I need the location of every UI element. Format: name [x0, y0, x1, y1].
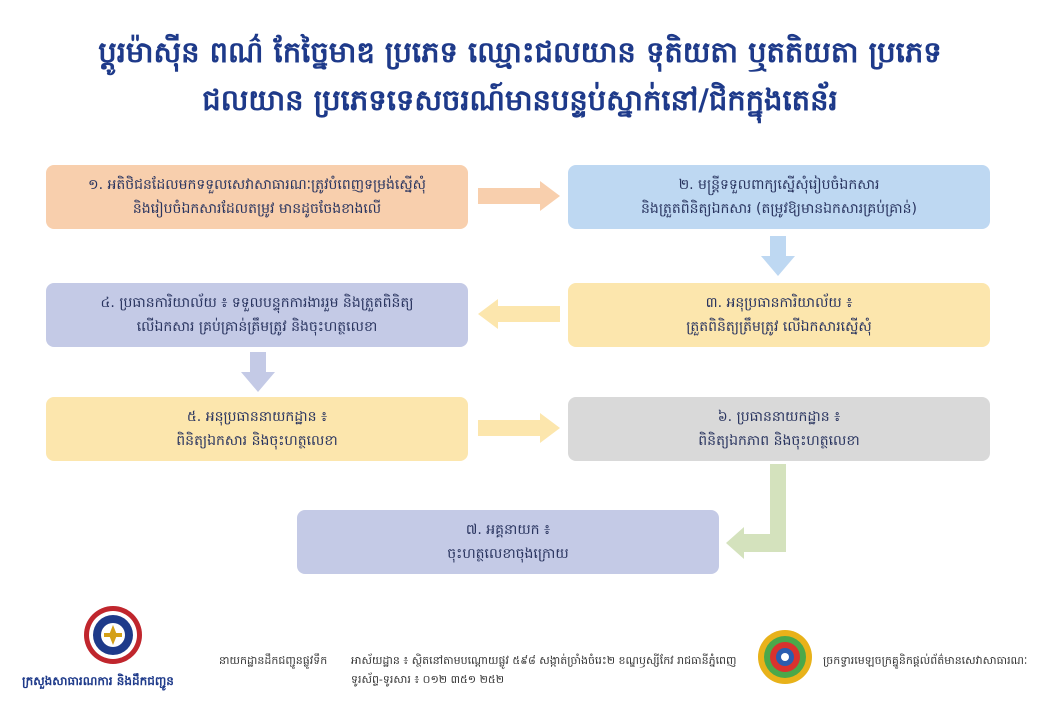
arrow-step3-to-step4: [478, 299, 560, 329]
arrow-step1-to-step2: [478, 181, 560, 211]
diagram-title-line-1: ប្ដូរម៉ាស៊ីន ពណ៌ កែច្នៃមាឌ ប្រភេទ ឈ្មោះជ…: [98, 35, 942, 69]
step-4-box: ៤. ប្រធានការិយាល័យ ៖ ទទួលបន្ទុកការងាររួម…: [46, 283, 468, 347]
step-4-line-1: ៤. ប្រធានការិយាល័យ ៖ ទទួលបន្ទុកការងាររួម…: [100, 295, 414, 311]
step-2-line-2: និងត្រួតពិនិត្យឯកសារ (តម្រូវឱ្យមានឯកសារគ…: [641, 201, 917, 217]
step-2-box: ២. មន្ត្រីទទួលពាក្យស្នើសុំរៀបចំឯកសារ និង…: [568, 165, 990, 229]
step-6-box: ៦. ប្រធាននាយកដ្ឋាន ៖ ពិនិត្យឯកភាព និងចុះ…: [568, 397, 990, 461]
public-service-mechanism-logo-icon: [758, 630, 812, 684]
step-6-line-2: ពិនិត្យឯកភាព និងចុះហត្ថលេខា: [698, 433, 860, 449]
step-5-line-1: ៥. អនុប្រធាននាយកដ្ឋាន ៖: [186, 409, 328, 425]
ministry-logo-icon: [84, 606, 142, 664]
step-6-line-1: ៦. ប្រធាននាយកដ្ឋាន ៖: [717, 409, 841, 425]
arrow-step4-to-step5: [241, 352, 275, 392]
step-7-box: ៧. អគ្គនាយក ៖ ចុះហត្ថលេខាចុងក្រោយ: [297, 510, 719, 574]
arrow-step2-to-step3: [761, 236, 795, 276]
step-5-line-2: ពិនិត្យឯកសារ និងចុះហត្ថលេខា: [176, 433, 338, 449]
step-3-box: ៣. អនុប្រធានការិយាល័យ ៖ ត្រួតពិនិត្យត្រឹ…: [568, 283, 990, 347]
step-4-line-2: លើឯកសារ គ្រប់គ្រាន់ត្រឹមត្រូវ និងចុះហត្ថ…: [136, 319, 378, 335]
step-1-line-1: ១. អតិថិជនដែលមកទទួលសេវាសាធារណៈត្រូវបំពេញ…: [87, 177, 427, 193]
arrow-step5-to-step6: [478, 413, 560, 443]
step-3-line-1: ៣. អនុប្រធានការិយាល័យ ៖: [705, 295, 853, 311]
arrow-step6-to-step7: [726, 464, 786, 559]
step-2-line-1: ២. មន្ត្រីទទួលពាក្យស្នើសុំរៀបចំឯកសារ: [678, 177, 880, 193]
step-5-box: ៥. អនុប្រធាននាយកដ្ឋាន ៖ ពិនិត្យឯកសារ និង…: [46, 397, 468, 461]
public-service-mechanism-name: ច្រកទ្វារមេឡចក្រគ្នូនិកផ្តល់ព័ត៌មានសេវាស…: [823, 654, 1028, 667]
diagram-title-line-2: ជលយាន ប្រភេទទេសចរណ៍មានបន្ទប់ស្នាក់នៅ/ជិក…: [202, 83, 838, 117]
step-1-line-2: និងរៀបចំឯកសារដែលតម្រូវ មានដូចចែងខាងលើ: [132, 201, 382, 217]
address-line-1: អាស័យដ្ឋាន ៖ ស្ថិតនៅតាមបណ្តោយផ្លូវ ៥៩៨ ស…: [351, 654, 737, 667]
step-1-box: ១. អតិថិជនដែលមកទទួលសេវាសាធារណៈត្រូវបំពេញ…: [46, 165, 468, 229]
department-name: នាយកដ្ឋានដឹកជញ្ជូនផ្លូវទឹក: [219, 654, 328, 667]
address-line-2: ទូរស័ព្ទ-ទូរសារ ៖ ០១២ ៣៥១ ២៥២: [351, 673, 505, 686]
ministry-name: ក្រសួងសាធារណការ និងដឹកជញ្ជូន: [22, 674, 174, 688]
step-7-line-1: ៧. អគ្គនាយក ៖: [465, 522, 551, 538]
step-7-line-2: ចុះហត្ថលេខាចុងក្រោយ: [447, 546, 569, 562]
step-3-line-2: ត្រួតពិនិត្យត្រឹមត្រូវ លើឯកសារស្នើសុំ: [686, 319, 872, 335]
